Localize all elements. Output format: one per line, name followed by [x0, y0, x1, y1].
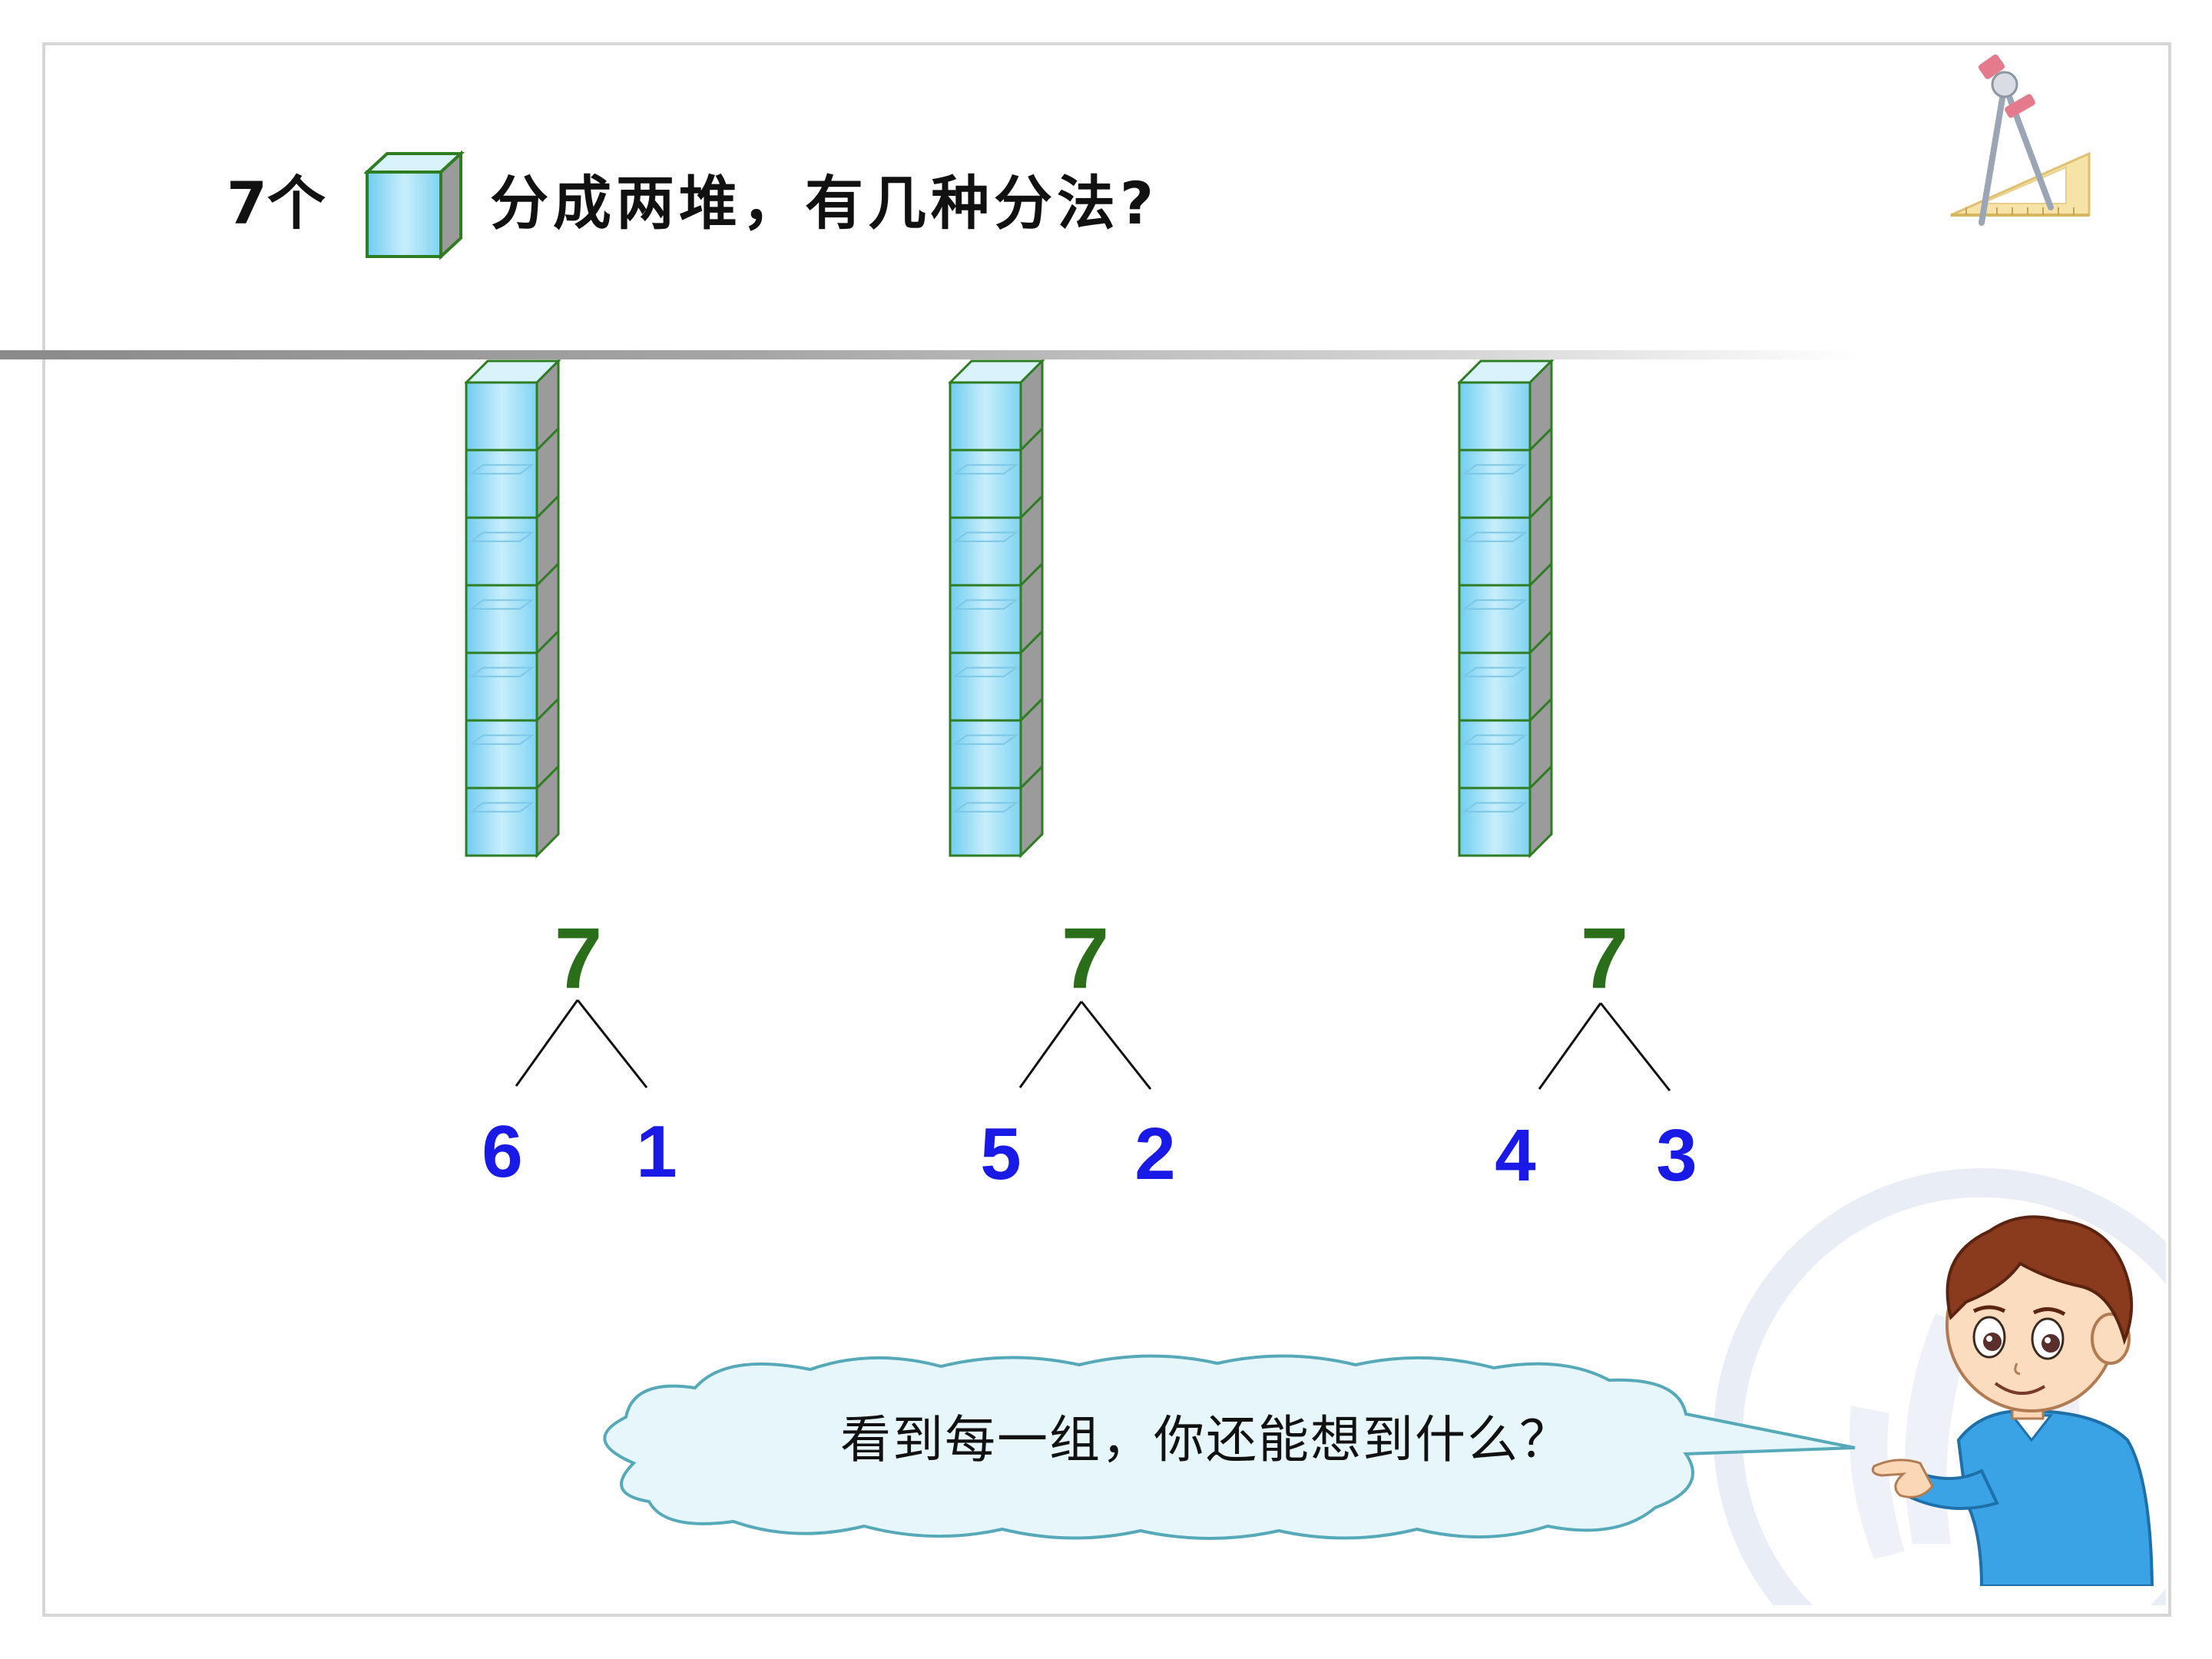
- cube-reflection: [952, 599, 1019, 610]
- group-3-branch: [1538, 1002, 1671, 1091]
- cube: [949, 651, 1022, 722]
- header-divider: [0, 350, 1859, 359]
- cube: [949, 381, 1022, 452]
- cube: [1458, 381, 1532, 452]
- cube-reflection: [1461, 667, 1528, 677]
- group-3-total: 7: [1580, 910, 1629, 1006]
- group-1-branch: [515, 999, 648, 1088]
- cube-reflection: [1461, 599, 1528, 610]
- cube-stack-1: [465, 359, 561, 859]
- cube-stack-3: [1458, 359, 1555, 859]
- cube-reflection: [468, 734, 535, 745]
- cube: [1458, 449, 1532, 519]
- cube-reflection: [468, 802, 535, 813]
- cube-reflection: [468, 667, 535, 677]
- group-1-right: 1: [636, 1111, 677, 1193]
- cube-reflection: [468, 531, 535, 542]
- title-suffix: 分成两堆，有几种分法?: [490, 169, 1159, 237]
- cube-stack-2: [949, 359, 1045, 859]
- group-2-right: 2: [1134, 1113, 1176, 1195]
- cube-reflection: [1461, 802, 1528, 813]
- group-1-left: 6: [482, 1111, 523, 1193]
- cube: [465, 449, 538, 519]
- cube-reflection: [1461, 531, 1528, 542]
- group-1-total: 7: [554, 910, 603, 1006]
- cube: [1458, 786, 1532, 857]
- cube-reflection: [1461, 464, 1528, 475]
- cube: [465, 381, 538, 452]
- cube: [465, 516, 538, 587]
- cube: [465, 651, 538, 722]
- slide-frame: [42, 42, 2171, 1617]
- title-prefix: 7个: [227, 169, 326, 237]
- cube-reflection: [952, 531, 1019, 542]
- boy-illustration: [1871, 1215, 2154, 1586]
- cube-reflection: [952, 802, 1019, 813]
- cube-reflection: [952, 464, 1019, 475]
- cube: [949, 449, 1022, 519]
- group-3-left: 4: [1495, 1114, 1536, 1197]
- cube: [465, 584, 538, 654]
- cube: [1458, 719, 1532, 790]
- speech-cloud: [603, 1354, 1856, 1540]
- cube: [949, 719, 1022, 790]
- group-2-branch: [1018, 1001, 1152, 1090]
- cube: [1458, 584, 1532, 654]
- cube: [949, 786, 1022, 857]
- cube: [1458, 516, 1532, 587]
- speech-text: 看到每一组，你还能想到什么？: [840, 1410, 1571, 1469]
- cube-reflection: [952, 667, 1019, 677]
- group-3-right: 3: [1656, 1114, 1697, 1197]
- cube: [465, 786, 538, 857]
- cube: [949, 584, 1022, 654]
- cube-reflection: [468, 599, 535, 610]
- cube: [465, 719, 538, 790]
- group-2-left: 5: [980, 1113, 1022, 1195]
- cube: [1458, 651, 1532, 722]
- cube-reflection: [952, 734, 1019, 745]
- cube-reflection: [468, 464, 535, 475]
- compass-ruler-icon: [1950, 54, 2091, 226]
- cube-icon: [364, 151, 465, 260]
- group-2-total: 7: [1061, 910, 1110, 1006]
- cube: [949, 516, 1022, 587]
- cube-reflection: [1461, 734, 1528, 745]
